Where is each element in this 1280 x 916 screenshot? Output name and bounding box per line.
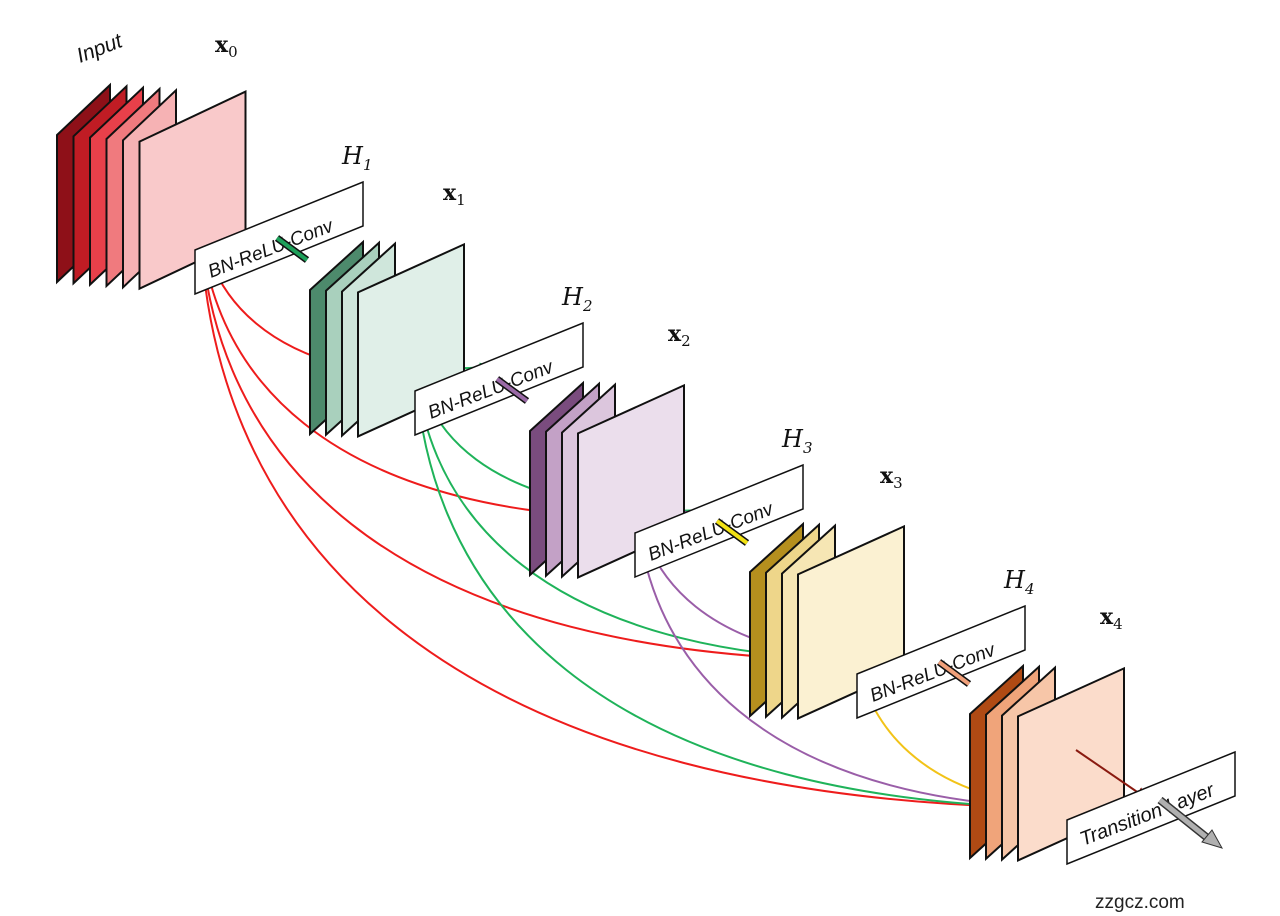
feature-stack-3 (749, 521, 905, 720)
feature-label-x2: x2 (668, 321, 691, 350)
feature-stack-2 (529, 380, 685, 579)
input-label: Input (74, 29, 127, 68)
layer-arrow (495, 377, 529, 403)
layer-label-h2: H2 (561, 283, 592, 315)
output-arrow (1158, 798, 1212, 842)
layer-arrow (715, 519, 749, 545)
feature-label-x4: x4 (1100, 604, 1123, 633)
feature-map-stacks (56, 82, 1125, 862)
layer-label-h1: H1 (341, 142, 372, 174)
layer-label-h4: H4 (1003, 566, 1034, 598)
layer-arrow (275, 236, 309, 262)
feature-label-x0: x0 (215, 32, 238, 61)
dense-connection-curve (413, 324, 1121, 810)
feature-label-x1: x1 (443, 180, 466, 209)
watermark-text: zzgcz.com (1095, 892, 1185, 913)
layer-label-h3: H3 (781, 425, 812, 457)
feature-stack-0 (56, 82, 247, 291)
layer-arrow (937, 660, 971, 686)
dense-connection-curve (198, 183, 1121, 810)
output-arrow-head (1201, 829, 1224, 849)
final-connection-arrow (1075, 749, 1148, 800)
transition-box-shape (1066, 750, 1236, 866)
dense-connection-curve (198, 183, 906, 662)
feature-label-x3: x3 (880, 463, 903, 492)
